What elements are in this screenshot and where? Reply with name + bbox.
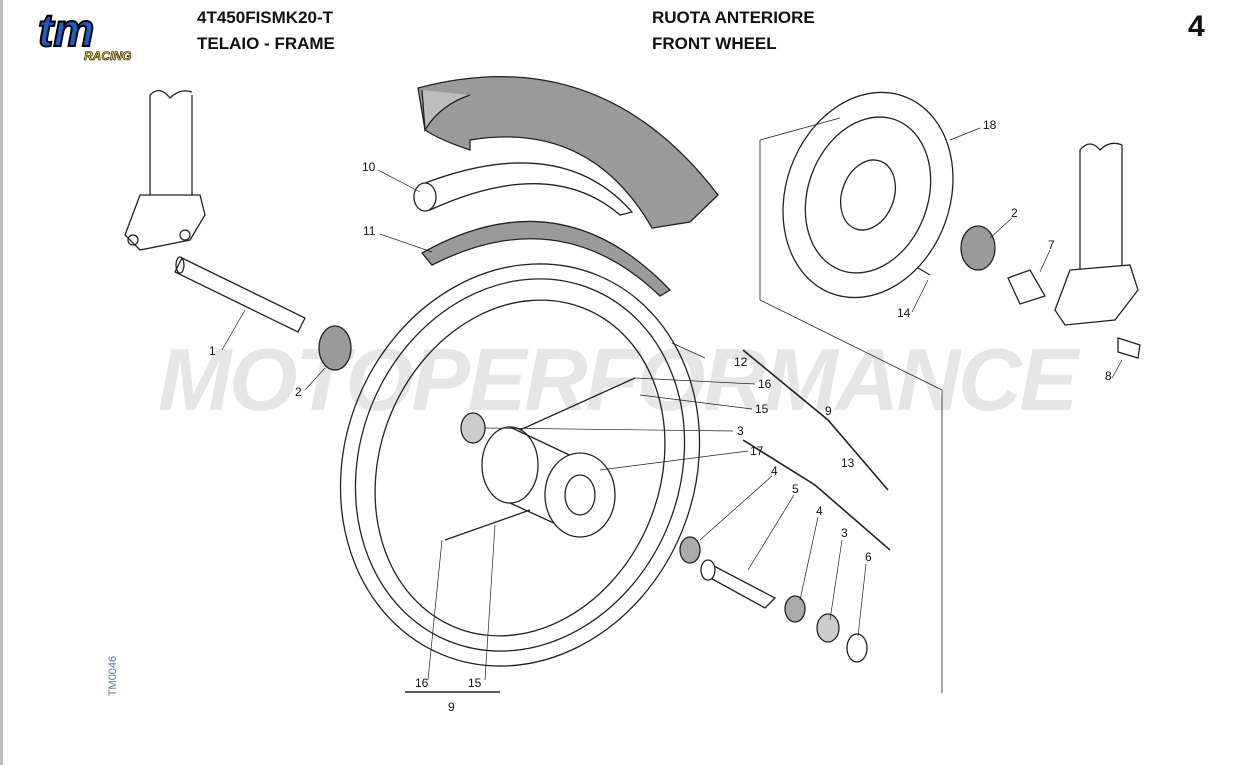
model-code: 4T450FISMK20-T [197, 8, 334, 27]
left-fork-leg [124, 90, 206, 251]
callout-4: 4 [816, 504, 823, 518]
callout-18: 18 [983, 118, 997, 132]
callout-7: 7 [1048, 238, 1055, 252]
axle-nut [1007, 269, 1046, 305]
circlip [846, 633, 868, 663]
callout-2: 2 [295, 385, 302, 399]
hub [481, 426, 616, 538]
inner-tube [419, 162, 634, 216]
logo-mark: tm [38, 8, 94, 56]
callout-3: 3 [737, 424, 744, 438]
logo-sub: RACING [84, 49, 131, 63]
axle [174, 257, 306, 333]
bearing [460, 412, 486, 444]
callout-4: 4 [771, 464, 778, 478]
page-border [0, 0, 3, 765]
callout-6: 6 [865, 550, 872, 564]
washer [784, 595, 806, 623]
callout-14: 14 [897, 306, 911, 320]
title-italian: RUOTA ANTERIORE [652, 8, 815, 27]
washer [679, 536, 701, 564]
callout-3: 3 [841, 526, 848, 540]
callout-15: 15 [468, 676, 482, 690]
spacer-left [318, 325, 352, 371]
rim-strip [421, 220, 672, 297]
callout-5: 5 [792, 482, 799, 496]
callout-15: 15 [755, 402, 769, 416]
right-fork-leg [1054, 142, 1139, 326]
tyre [417, 76, 719, 229]
title-english: FRONT WHEEL [652, 34, 777, 53]
callouts: 10 11 1 2 12 16 15 9 3 17 13 4 5 4 3 6 1… [209, 118, 1112, 714]
bearing [816, 613, 840, 643]
pinch-bolt [1117, 337, 1141, 359]
callout-1: 1 [209, 344, 216, 358]
callout-9: 9 [825, 404, 832, 418]
brake-disc [782, 91, 954, 299]
spacer-right [960, 225, 996, 271]
callout-9: 9 [448, 700, 455, 714]
spacer [704, 564, 777, 609]
callout-16: 16 [758, 377, 772, 391]
callout-2: 2 [1011, 206, 1018, 220]
callout-10: 10 [362, 160, 376, 174]
page-number: 4 [1188, 10, 1205, 43]
group-title: TELAIO - FRAME [197, 34, 335, 53]
callout-8: 8 [1105, 369, 1112, 383]
callout-16: 16 [415, 676, 429, 690]
rim [339, 263, 701, 667]
callout-13: 13 [841, 456, 855, 470]
callout-17: 17 [750, 444, 764, 458]
watermark: MOTOPERFORMANCE [158, 330, 1080, 429]
drawing-code: TM0046 [107, 655, 119, 697]
logo: tm RACING [37, 8, 132, 63]
callout-11: 11 [363, 224, 376, 238]
bolt [917, 267, 931, 276]
spoke [444, 377, 636, 541]
callout-12: 12 [734, 355, 748, 369]
